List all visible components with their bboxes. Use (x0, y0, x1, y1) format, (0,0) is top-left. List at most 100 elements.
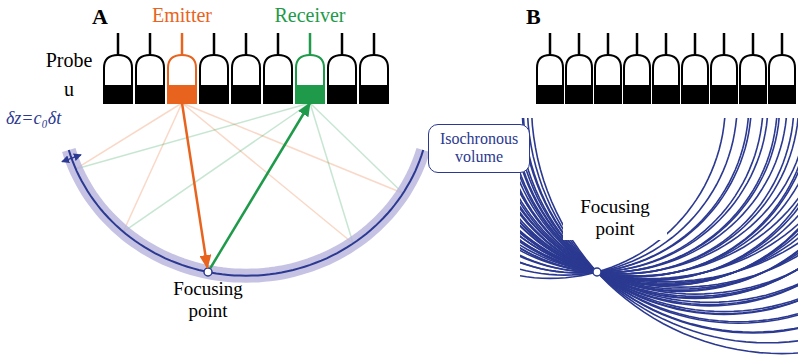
isochrone-arc (531, 118, 798, 354)
transducer-element (136, 55, 164, 103)
element-stem (149, 33, 152, 55)
element-backing (136, 86, 164, 103)
element-backing (595, 86, 621, 103)
isochrone-arc (520, 118, 798, 322)
element-stem (373, 33, 376, 55)
probe-b (537, 33, 795, 103)
transducer-element (296, 55, 324, 103)
isochrone-arc (520, 118, 798, 281)
element-stem (607, 33, 610, 55)
isochrone-arc (527, 118, 798, 343)
transducer-element (769, 55, 795, 103)
panel-letter: A (92, 4, 108, 30)
element-backing (104, 86, 132, 103)
element-backing (296, 86, 324, 103)
faint-emit-path (182, 103, 403, 193)
isochrone-arc (520, 118, 798, 291)
isochrone-family (520, 118, 798, 354)
transducer-element (595, 55, 621, 103)
transducer-element (360, 55, 388, 103)
element-backing (740, 86, 766, 103)
element-stem (309, 33, 312, 55)
transducer-element (232, 55, 260, 103)
element-backing (653, 86, 679, 103)
isochronous-box: Isochronous volume (428, 124, 530, 173)
transducer-element (566, 55, 592, 103)
element-stem (694, 33, 697, 55)
element-backing (328, 86, 356, 103)
node-text: Focusing point (152, 278, 264, 322)
element-stem (549, 33, 552, 55)
element-stem (277, 33, 280, 55)
node-text: Emitter (152, 4, 212, 27)
isochrone-arc (520, 118, 798, 294)
isochrone-arc (523, 118, 798, 333)
element-stem (665, 33, 668, 55)
isochronous-line (69, 150, 423, 276)
probe-a (104, 33, 388, 103)
isochrone-arc (520, 118, 798, 296)
transducer-element (653, 55, 679, 103)
probe-label: Probe u (40, 46, 98, 104)
isochrone-arc (520, 118, 798, 286)
element-stem (723, 33, 726, 55)
element-stem (636, 33, 639, 55)
element-backing (566, 86, 592, 103)
receiver-element: Receiver (272, 4, 348, 103)
element-stem (213, 33, 216, 55)
element-backing (769, 86, 795, 103)
element-stem (341, 33, 344, 55)
transducer-element (537, 55, 563, 103)
isochrone-arc (520, 118, 798, 285)
element-stem (781, 33, 784, 55)
isochrone-arc (520, 118, 798, 323)
focus-dot (204, 268, 212, 276)
isochrone-arc (520, 118, 798, 306)
isochrone-arc (520, 118, 777, 272)
node-text: Receiver (274, 4, 345, 27)
element-backing (711, 86, 737, 103)
emitter-element: Emitter (150, 4, 214, 103)
element-backing (264, 86, 292, 103)
isochrone-arc (520, 118, 798, 291)
isochrone-arc (520, 118, 798, 298)
element-backing (537, 86, 563, 103)
element-backing (200, 86, 228, 103)
signal-path-arrow (182, 103, 207, 268)
isochrone-arc (520, 118, 798, 305)
node-text: Focusing point (563, 196, 667, 240)
focus-point: Focusing point (563, 196, 667, 240)
isochrone-arc (520, 118, 798, 314)
isochrone-arc (520, 118, 798, 282)
transducer-element (200, 55, 228, 103)
element-backing (168, 86, 196, 103)
faint-emit-path (76, 103, 182, 169)
panel-letter: B (526, 4, 541, 30)
element-backing (624, 86, 650, 103)
isochronous-band (69, 150, 423, 276)
transducer-element (740, 55, 766, 103)
element-backing (682, 86, 708, 103)
focus-point: Focusing point (152, 268, 264, 322)
isochrone-arc (520, 118, 798, 312)
isochrone-arc (520, 118, 798, 280)
element-backing (360, 86, 388, 103)
transducer-element (104, 55, 132, 103)
transducer-element (711, 55, 737, 103)
transducer-element (328, 55, 356, 103)
isochrone-arc (520, 118, 798, 283)
transducer-element (264, 55, 292, 103)
node-text: Isochronous volume (437, 130, 521, 167)
element-stem (578, 33, 581, 55)
faint-receive-path (310, 103, 353, 243)
transducer-element (168, 55, 196, 103)
thickness-arrow (62, 155, 81, 162)
isochronous-arc (62, 103, 423, 276)
faint-emit-path (123, 103, 182, 232)
transducer-element (682, 55, 708, 103)
focus-dot (593, 268, 601, 276)
isochrone-arc (520, 118, 798, 287)
